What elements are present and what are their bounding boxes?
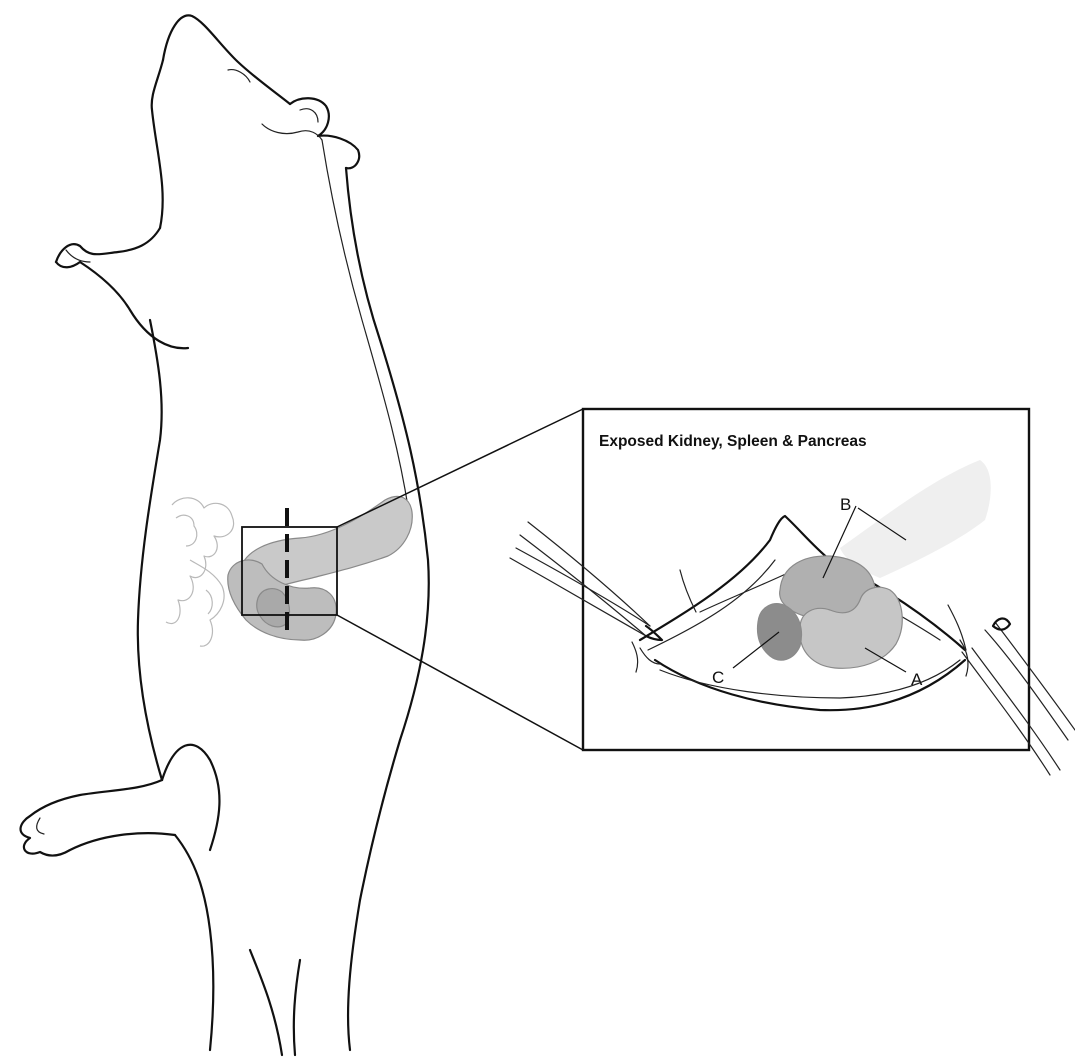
inset-title: Exposed Kidney, Spleen & Pancreas [599, 433, 867, 450]
label-b-text: B [840, 495, 851, 514]
intestine-ghost [166, 498, 234, 646]
zoom-line-bottom [337, 615, 583, 750]
label-c-text: C [712, 668, 724, 687]
label-a-text: A [911, 670, 923, 689]
inset-panel: Exposed Kidney, Spleen & Pancreas [510, 409, 1075, 775]
zoom-line-top [337, 409, 583, 527]
